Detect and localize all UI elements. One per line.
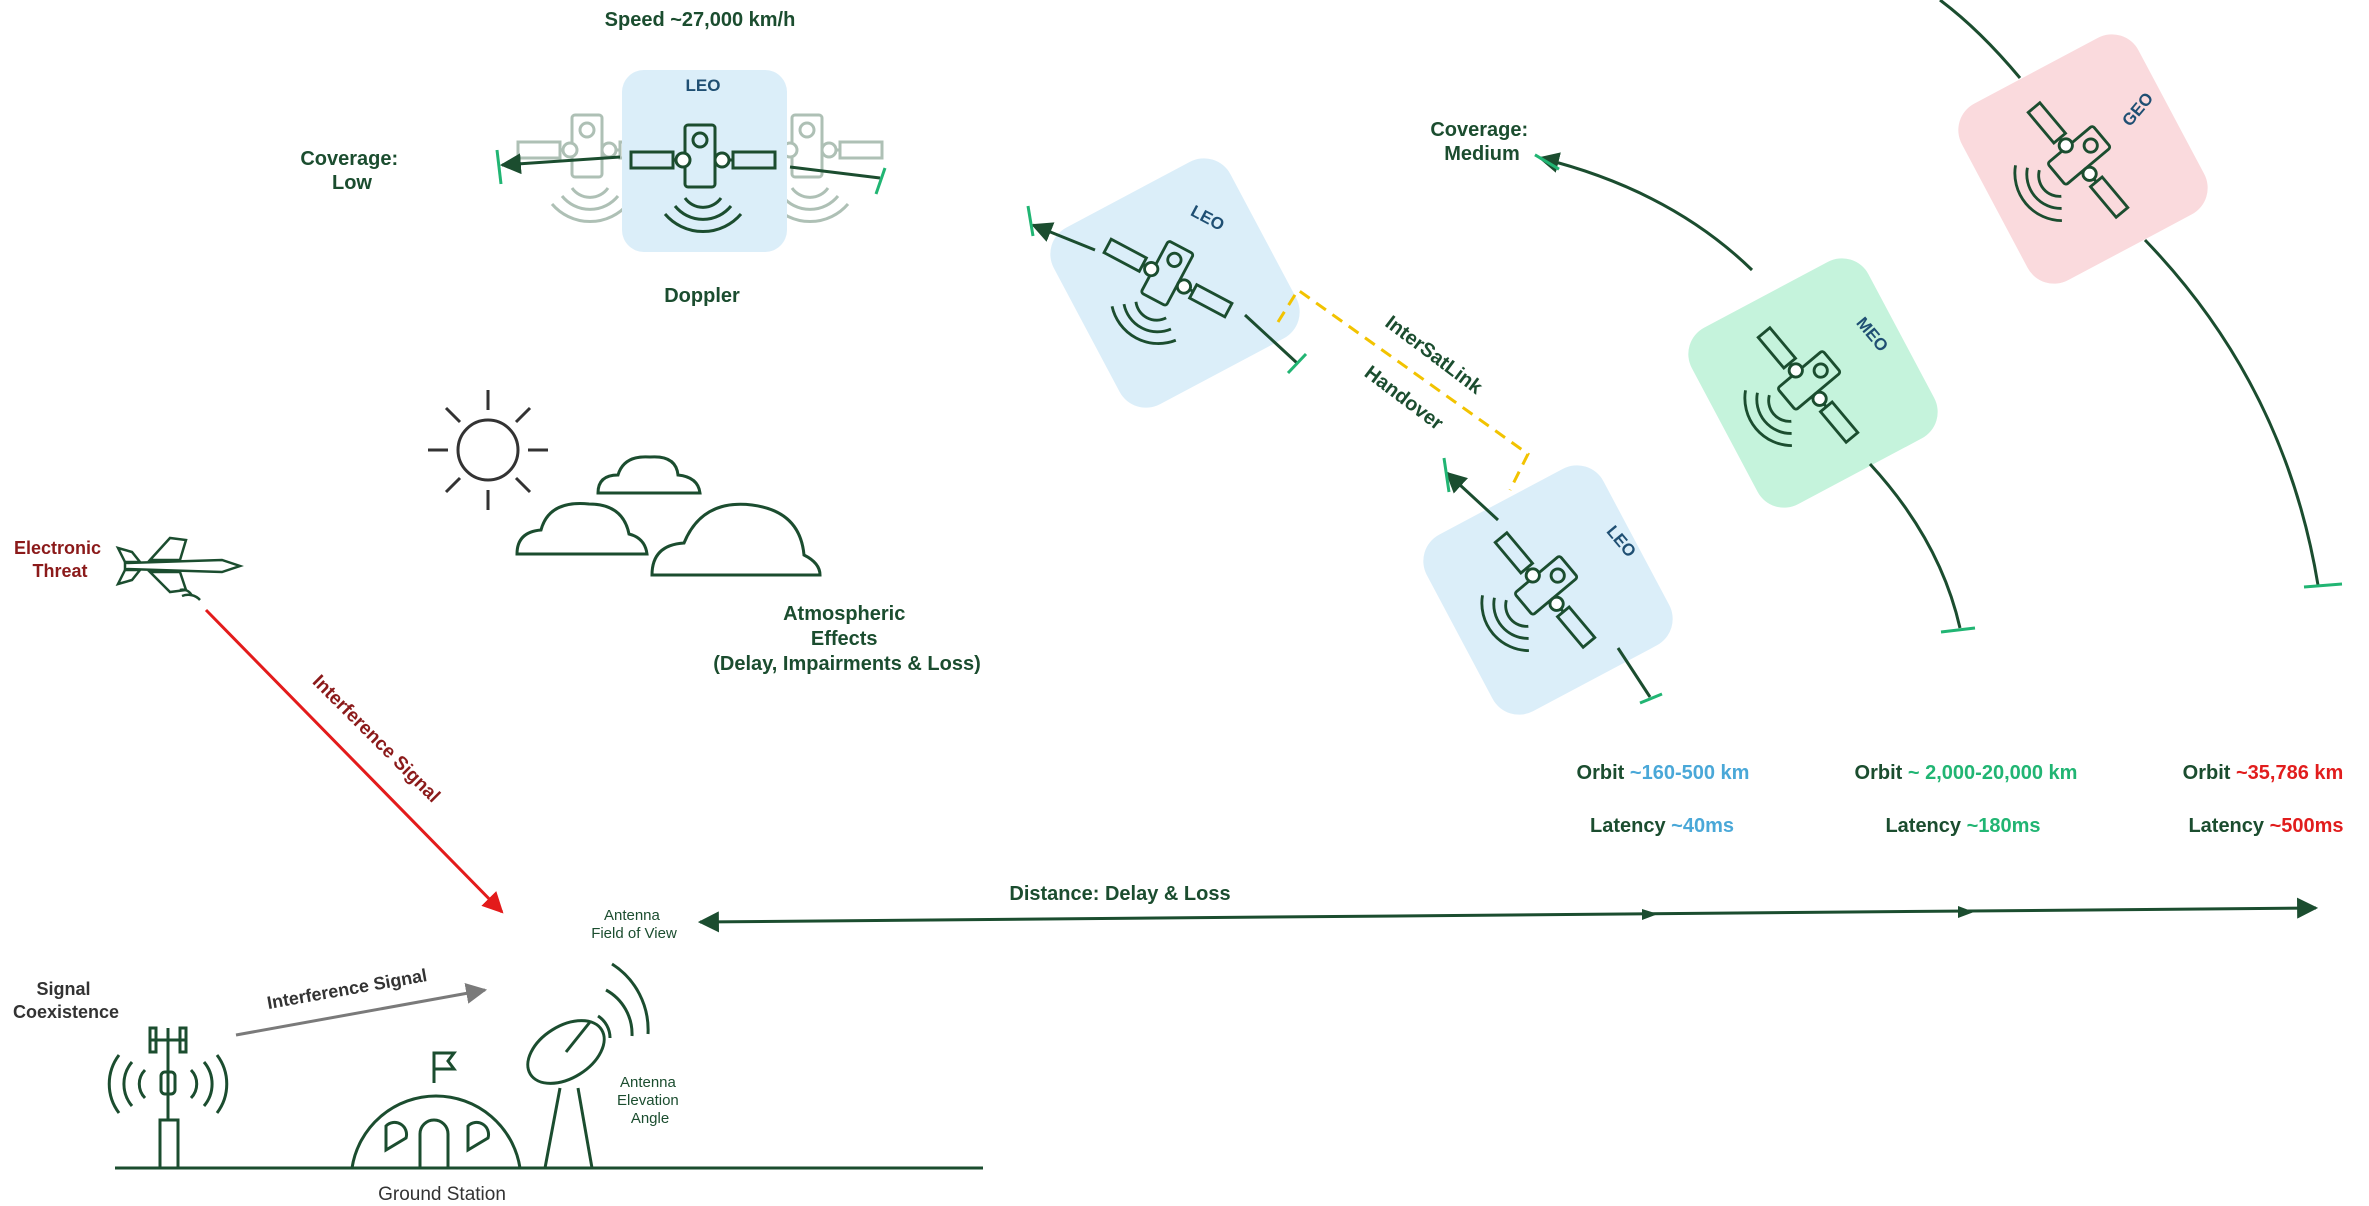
orbit-geo: Orbit ~35,786 km — [2183, 762, 2344, 784]
fighter-jet-icon — [118, 538, 240, 600]
orbit-stats: Orbit ~160-500 km Latency ~40ms Orbit ~ … — [1577, 762, 2344, 837]
ground-station-dome-icon — [352, 1053, 520, 1168]
sun-icon — [428, 390, 548, 510]
ground-group: Signal Coexistence Interference Signal — [13, 883, 2316, 1205]
latency-geo: Latency ~500ms — [2188, 815, 2343, 837]
coverage-medium-label: Coverage: Medium — [1430, 119, 1533, 165]
ground-station-label: Ground Station — [378, 1184, 506, 1205]
distance-arrow — [700, 908, 2316, 922]
handover-label: Handover — [1360, 362, 1447, 435]
distance-label: Distance: Delay & Loss — [1009, 883, 1230, 905]
orbit-leo: Orbit ~160-500 km — [1577, 762, 1750, 784]
threat-interference-label: Interference Signal — [308, 671, 444, 807]
leo-satellite-b: LEO — [1413, 455, 1683, 725]
distance-marker-meo — [1958, 906, 1974, 918]
antenna-fov-label: Antenna Field of View — [591, 907, 677, 942]
coverage-left-tick — [497, 150, 501, 184]
orbit-meo: Orbit ~ 2,000-20,000 km — [1855, 762, 2078, 784]
leo-box-top — [622, 70, 787, 252]
leo-satellite-a: LEO — [1028, 148, 1310, 418]
antenna-elevation-label: Antenna Elevation Angle — [617, 1074, 683, 1127]
coverage-right-tick — [876, 168, 885, 194]
signal-coexistence-label: Signal Coexistence — [13, 979, 119, 1022]
constellation-group: LEO LEO MEO Coverage: — [1028, 0, 2342, 725]
cell-tower-icon — [109, 1028, 227, 1168]
coverage-low-label: Coverage: Low — [300, 148, 403, 194]
cloud-large-icon — [652, 504, 820, 575]
cloud-medium-icon — [517, 504, 647, 554]
atmospheric-effects-label: Atmospheric Effects (Delay, Impairments … — [713, 603, 980, 675]
latency-leo: Latency ~40ms — [1590, 815, 1734, 837]
latency-meo: Latency ~180ms — [1885, 815, 2040, 837]
leo-badge-top: LEO — [686, 76, 721, 95]
doppler-label: Doppler — [664, 285, 740, 307]
doppler-leo-group: Speed ~27,000 km/h LEO Coverage: Low Dop… — [300, 9, 885, 307]
distance-marker-leo — [1642, 909, 1658, 920]
speed-label: Speed ~27,000 km/h — [605, 9, 796, 31]
electronic-threat-label: Electronic Threat — [14, 538, 106, 581]
weather-group: Atmospheric Effects (Delay, Impairments … — [428, 390, 981, 675]
dish-antenna-icon — [517, 964, 649, 1168]
threat-group: Electronic Threat Interference Signal — [14, 538, 502, 912]
cloud-small-icon — [598, 457, 700, 493]
geo-satellite: GEO — [1940, 0, 2342, 587]
threat-interference-arrow — [206, 610, 502, 912]
